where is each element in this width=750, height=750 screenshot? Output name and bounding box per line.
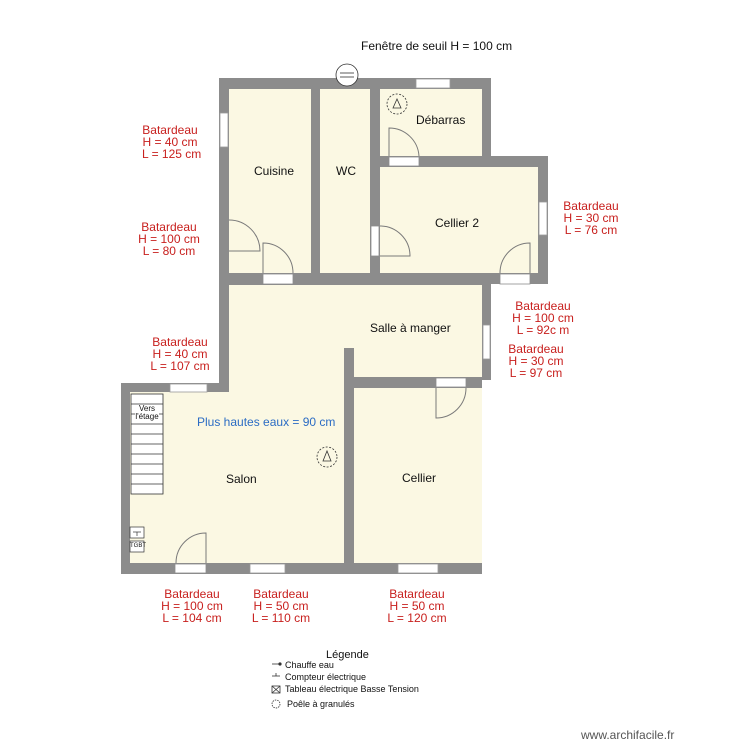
batardeau-title: Batardeau xyxy=(508,342,564,356)
floor-wc xyxy=(320,89,370,273)
legend-item-pellet-stove: Poêle à granulés xyxy=(287,699,355,709)
water-heater-icon xyxy=(335,63,359,87)
tgbt-label: TGBT xyxy=(130,543,146,549)
batardeau-6: Batardeau H = 30 cm L = 97 cm xyxy=(507,343,565,379)
room-label-salon: Salon xyxy=(226,472,257,486)
batardeau-length: L = 92c m xyxy=(516,323,570,337)
room-label-cuisine: Cuisine xyxy=(254,164,295,178)
batardeau-9: Batardeau H = 50 cm L = 120 cm xyxy=(386,588,448,624)
stairs-label-line2: l'étage xyxy=(135,412,159,421)
batardeau-length: L = 104 cm xyxy=(162,611,222,625)
legend-item-switchboard: Tableau électrique Basse Tension xyxy=(285,684,419,694)
batardeau-height: H = 50 cm xyxy=(253,599,309,613)
window-cellier2-right xyxy=(538,201,548,236)
batardeau-height: H = 30 cm xyxy=(508,354,564,368)
door-opening-debarras xyxy=(388,156,420,167)
door-opening-salon-bottom xyxy=(174,563,207,574)
batardeau-height: H = 50 cm xyxy=(389,599,445,613)
batardeau-height: H = 40 cm xyxy=(142,135,198,149)
floor-salle-salon xyxy=(130,285,482,563)
batardeau-1: Batardeau H = 40 cm L = 125 cm xyxy=(142,123,202,161)
batardeau-length: L = 107 cm xyxy=(150,359,210,373)
batardeau-title: Batardeau xyxy=(563,199,619,213)
legend-item-water-heater: Chauffe eau xyxy=(285,660,334,670)
batardeau-length: L = 80 cm xyxy=(142,244,196,258)
footer-site[interactable]: www.archifacile.fr xyxy=(581,728,675,742)
batardeau-height: H = 100 cm xyxy=(512,311,574,325)
batardeau-7: Batardeau H = 100 cm L = 104 cm xyxy=(160,588,224,624)
flood-note: Plus hautes eaux = 90 cm xyxy=(197,415,336,429)
door-swing-cellier xyxy=(435,387,467,419)
batardeau-height: H = 40 cm xyxy=(152,347,208,361)
batardeau-length: L = 125 cm xyxy=(142,147,202,161)
batardeau-title: Batardeau xyxy=(515,299,571,313)
door-opening-cellier2-bottom xyxy=(499,273,531,285)
batardeau-3: Batardeau H = 40 cm L = 107 cm xyxy=(150,336,210,372)
batardeau-length: L = 120 cm xyxy=(387,611,447,625)
batardeau-length: L = 110 cm xyxy=(251,611,311,625)
room-floors xyxy=(130,89,538,563)
stairs-label: Vers l'étage xyxy=(135,405,159,421)
pellet-stove-icon xyxy=(386,93,408,115)
pellet-stove-salon-icon xyxy=(316,446,338,468)
door-swing-cellier2-bottom xyxy=(499,242,531,274)
batardeau-title: Batardeau xyxy=(152,335,208,349)
window-note: Fenêtre de seuil H = 100 cm xyxy=(361,39,513,53)
room-label-cellier: Cellier xyxy=(402,471,437,485)
pellet-stove-legend-icon xyxy=(271,699,281,709)
batardeau-length: L = 97 cm xyxy=(509,366,563,380)
window-salon-top xyxy=(169,383,208,393)
door-swing-salon xyxy=(175,532,207,564)
batardeau-title: Batardeau xyxy=(389,587,445,601)
batardeau-height: H = 30 cm xyxy=(563,211,619,225)
floor-debarras xyxy=(380,89,482,156)
window-top-right xyxy=(415,78,451,89)
switchboard-legend-icon xyxy=(271,685,281,694)
room-label-debarras: Débarras xyxy=(416,113,466,127)
electric-meter-legend-icon xyxy=(272,673,280,677)
batardeau-length: L = 76 cm xyxy=(564,223,618,237)
batardeau-title: Batardeau xyxy=(142,123,198,137)
window-cellier-bottom xyxy=(397,563,439,574)
room-label-salle: Salle à manger xyxy=(370,321,451,335)
window-salon-bottom xyxy=(249,563,286,574)
windows xyxy=(169,78,548,574)
batardeau-8: Batardeau H = 50 cm L = 110 cm xyxy=(250,588,312,624)
floor-cellier xyxy=(354,388,482,563)
door-swing-cuisine-2 xyxy=(262,242,294,274)
batardeau-2: Batardeau H = 100 cm L = 80 cm xyxy=(138,221,200,257)
door-swing-cellier2-left xyxy=(379,225,411,257)
door-opening-cellier2-left xyxy=(370,225,380,257)
legend-item-electric-meter: Compteur électrique xyxy=(285,672,367,682)
room-label-wc: WC xyxy=(336,164,356,178)
stairs-label-line1: Vers xyxy=(138,404,155,413)
door-swing-debarras xyxy=(388,127,420,157)
batardeau-4: Batardeau H = 30 cm L = 76 cm xyxy=(562,200,620,236)
batardeau-title: Batardeau xyxy=(253,587,309,601)
door-opening-cellier-top xyxy=(435,377,467,388)
legend-title: Légende xyxy=(326,649,369,661)
door-swing-cuisine-1 xyxy=(228,219,261,252)
batardeau-height: H = 100 cm xyxy=(138,232,200,246)
window-salle-right xyxy=(482,324,491,360)
floor-cellier2 xyxy=(380,167,538,273)
water-heater-legend-icon xyxy=(272,662,282,666)
batardeau-5: Batardeau H = 100 cm L = 92c m xyxy=(512,300,574,336)
floor-cuisine xyxy=(229,89,311,273)
batardeau-height: H = 100 cm xyxy=(161,599,223,613)
electric-meter-icon xyxy=(129,526,145,539)
batardeau-title: Batardeau xyxy=(164,587,220,601)
tgbt-box xyxy=(129,540,145,553)
legend-symbols xyxy=(271,662,282,709)
door-opening-cuisine xyxy=(262,273,294,285)
room-label-cellier2: Cellier 2 xyxy=(435,216,480,230)
window-cuisine-left xyxy=(219,112,229,148)
batardeau-title: Batardeau xyxy=(141,220,197,234)
doors xyxy=(174,156,531,574)
